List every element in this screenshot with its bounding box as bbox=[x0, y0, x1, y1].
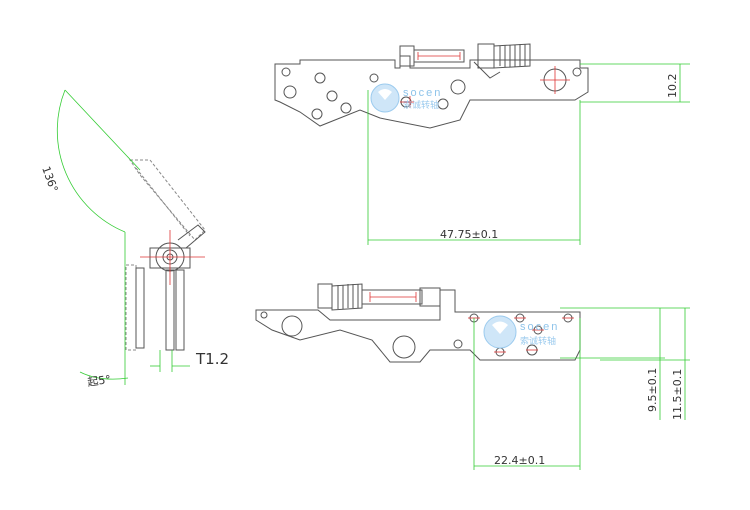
dim-height-top: 10.2 bbox=[666, 74, 679, 99]
top-centerlines bbox=[400, 52, 570, 108]
dim-height-bottom-inner: 9.5±0.1 bbox=[646, 368, 659, 412]
side-view bbox=[125, 159, 206, 351]
dim-angle-start: 起5° bbox=[87, 373, 112, 389]
bottom-centerlines bbox=[369, 292, 574, 353]
dim-thickness: T1.2 bbox=[195, 350, 229, 368]
watermark-bottom: socen 索诚转轴 bbox=[483, 315, 559, 349]
dim-width-top: 47.75±0.1 bbox=[440, 228, 498, 241]
watermark-chinese: 索诚转轴 bbox=[403, 99, 439, 111]
watermark-brand: socen bbox=[520, 321, 559, 333]
watermark-brand: socen bbox=[403, 87, 442, 99]
watermark-chinese: 索诚转轴 bbox=[520, 335, 556, 347]
top-hinge-view bbox=[274, 43, 589, 129]
bottom-dimensions bbox=[473, 307, 690, 470]
dim-height-bottom-outer: 11.5±0.1 bbox=[671, 369, 684, 420]
dim-width-bottom: 22.4±0.1 bbox=[494, 454, 545, 467]
watermark-swirl-icon bbox=[378, 89, 392, 100]
dim-angle-open: 136° bbox=[39, 165, 60, 194]
watermark-swirl-icon bbox=[492, 321, 508, 334]
top-dimensions bbox=[367, 63, 690, 245]
side-dimensions bbox=[56, 89, 190, 385]
watermark-top: socen 索诚转轴 bbox=[370, 83, 442, 113]
side-centerlines bbox=[140, 230, 205, 285]
